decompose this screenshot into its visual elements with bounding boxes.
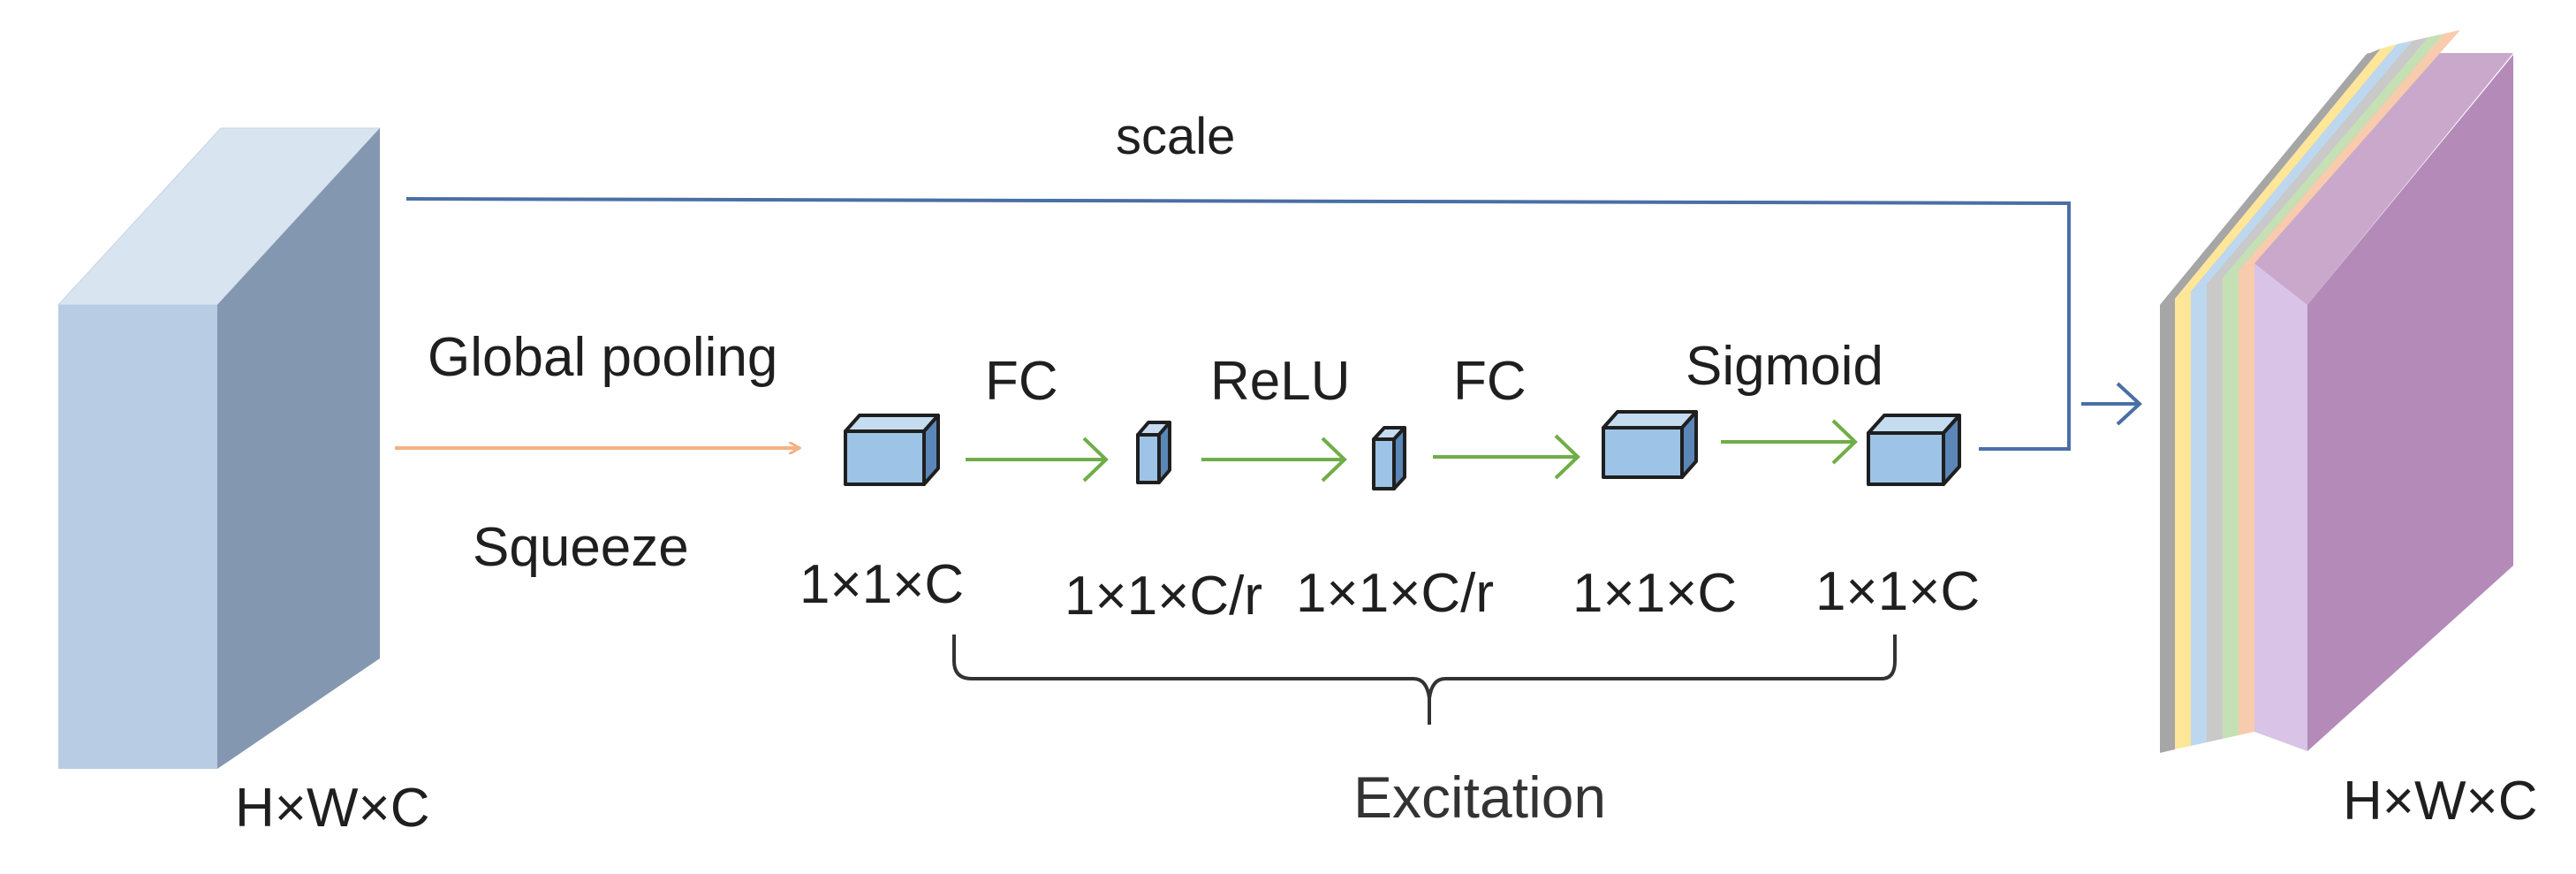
output-top-stripe-5 — [2223, 34, 2444, 277]
block-fc2-output — [1602, 410, 1698, 479]
block-relu-output — [1372, 426, 1406, 490]
block-fc1-output — [1136, 421, 1171, 484]
output-top-stripe-4 — [2207, 37, 2428, 285]
output-channel-5 — [2223, 270, 2239, 739]
excitation-label: Excitation — [1353, 764, 1606, 830]
dim-fc1-label: 1×1×C/r — [1064, 566, 1262, 627]
output-top-stripe-3 — [2191, 41, 2413, 292]
input-cube-front — [58, 305, 217, 769]
fc2-arrow — [1433, 434, 1580, 480]
dim-squeeze-label: 1×1×C — [799, 554, 964, 615]
excitation-brace — [952, 635, 1897, 725]
relu-arrow — [1201, 437, 1347, 483]
squeeze-label: Squeeze — [473, 517, 689, 578]
scale-connection — [405, 197, 2142, 451]
output-feature-map — [2160, 30, 2513, 753]
dim-fc2-label: 1×1×C — [1572, 563, 1737, 624]
block-squeeze-output — [844, 414, 940, 486]
dim-sigmoid-label: 1×1×C — [1815, 561, 1980, 622]
block-sigmoid-output — [1867, 414, 1961, 486]
sigmoid-arrow — [1721, 419, 1858, 465]
output-top-stripe-1 — [2160, 49, 2381, 305]
global-pooling-label: Global pooling — [428, 327, 777, 388]
fc1-arrow — [966, 437, 1109, 483]
dim-relu-label: 1×1×C/r — [1296, 563, 1494, 624]
fc2-label: FC — [1453, 351, 1527, 412]
input-dims-label: H×W×C — [235, 778, 429, 839]
output-channel-2 — [2175, 292, 2191, 749]
output-channel-1 — [2160, 299, 2175, 753]
scale-line — [405, 197, 2071, 451]
relu-label: ReLU — [1210, 351, 1351, 412]
fc1-label: FC — [985, 351, 1058, 412]
output-channel-7 — [2254, 263, 2307, 751]
sigmoid-label: Sigmoid — [1686, 336, 1883, 397]
output-channel-4 — [2207, 277, 2223, 742]
output-top-stripe-6 — [2239, 30, 2460, 270]
output-channel-6 — [2239, 263, 2254, 735]
output-channel-3 — [2191, 285, 2207, 746]
output-dims-label: H×W×C — [2343, 771, 2537, 832]
scale-arrow-head — [2116, 382, 2142, 426]
output-top-stripe-2 — [2175, 44, 2397, 299]
input-feature-map — [57, 127, 382, 769]
output-front-face — [2307, 55, 2513, 751]
input-cube-side — [217, 128, 380, 769]
scale-label: scale — [1116, 108, 1235, 165]
